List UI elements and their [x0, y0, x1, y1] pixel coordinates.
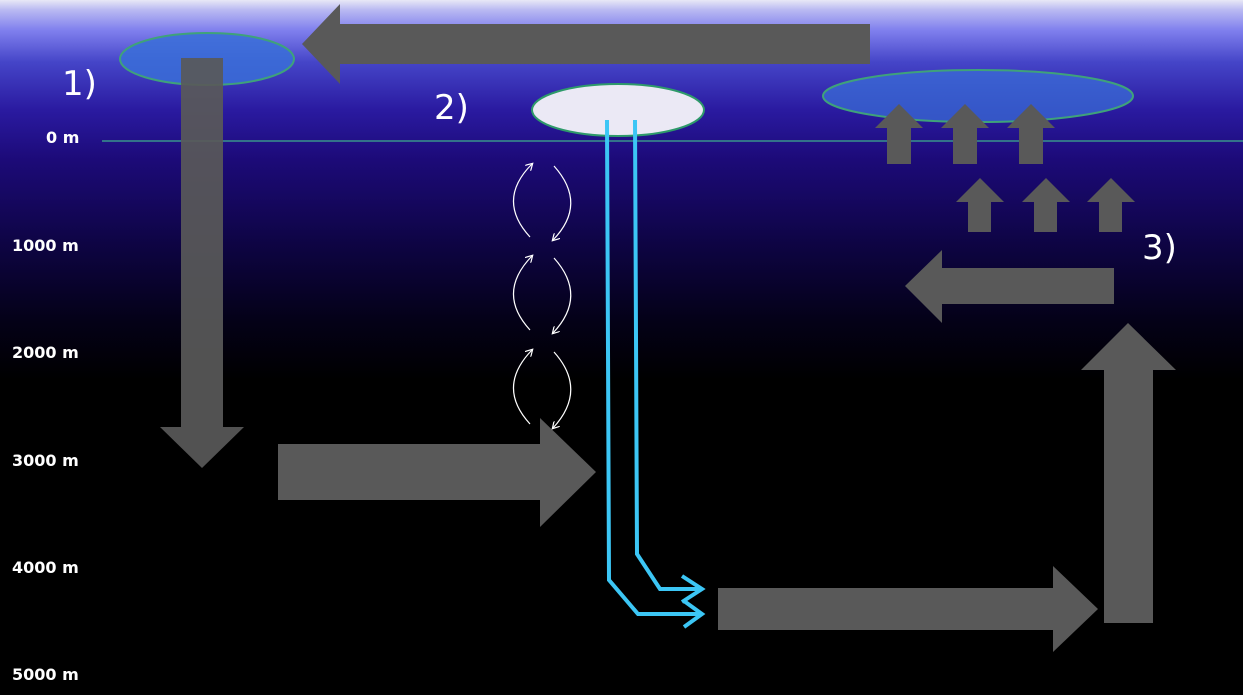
bottom-water-flow-inner	[633, 119, 700, 591]
depth-label-0: 0 m	[46, 128, 80, 147]
depth-label-4000: 4000 m	[12, 558, 79, 577]
sinking-downward-arrow	[160, 58, 244, 468]
marker-3: 3)	[1142, 228, 1177, 268]
upwelling-small-arrows-upper	[875, 104, 1055, 164]
marker-1: 1)	[62, 64, 97, 104]
small-up-arrow	[956, 178, 1004, 232]
bottom-current-east-arrow	[718, 566, 1098, 652]
bottom-water-flow-outer-head	[682, 599, 706, 629]
small-up-arrow	[875, 104, 923, 164]
small-up-arrow	[1022, 178, 1070, 232]
small-up-arrow	[941, 104, 989, 164]
mixing-arrow-down-1	[553, 165, 572, 240]
depth-label-5000: 5000 m	[12, 665, 79, 684]
depth-label-3000: 3000 m	[12, 451, 79, 470]
depth-label-1000: 1000 m	[12, 236, 79, 255]
mid-depth-west-arrow	[905, 250, 1114, 323]
sea-ice-region-2	[531, 83, 705, 137]
deep-current-east-arrow	[278, 418, 596, 527]
mixing-arrow-down-3	[553, 351, 572, 428]
upwelling-arrow	[1081, 323, 1176, 623]
small-up-arrow	[1087, 178, 1135, 232]
bottom-water-flow-inner-head	[680, 574, 706, 604]
mixing-arrow-up-3	[512, 350, 532, 425]
marker-2: 2)	[434, 88, 469, 128]
surface-current-west-arrow	[302, 4, 870, 84]
depth-label-2000: 2000 m	[12, 343, 79, 362]
vertical-mixing-loops	[512, 164, 572, 428]
mixing-arrow-down-2	[553, 257, 572, 333]
bottom-water-flow-outer	[605, 119, 700, 616]
upwelling-region-3	[822, 69, 1134, 123]
small-up-arrow	[1007, 104, 1055, 164]
upwelling-small-arrows-lower	[956, 178, 1135, 232]
mixing-arrow-up-1	[512, 164, 532, 238]
mixing-arrow-up-2	[512, 256, 532, 331]
